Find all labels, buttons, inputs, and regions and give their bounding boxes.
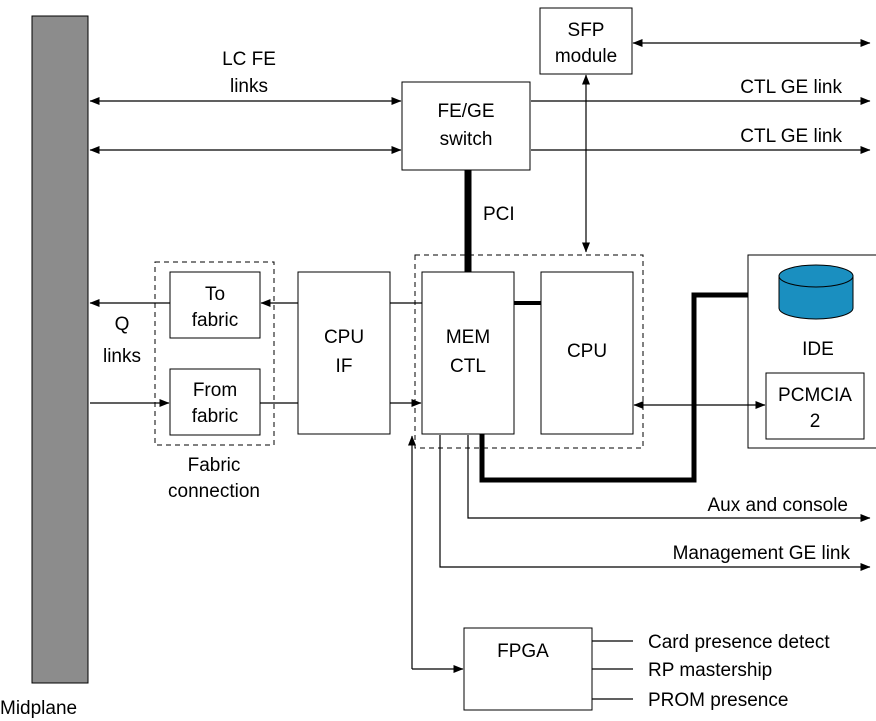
fabric-connection-group (154, 261, 275, 446)
q-links-label-line2: links (103, 346, 141, 367)
rp-mastership-label: RP mastership (648, 660, 772, 681)
storage-group-bracket (747, 254, 876, 449)
fabric-connection-label-line2: connection (168, 481, 260, 502)
pci-label: PCI (483, 204, 515, 225)
to-fabric-label-line2: fabric (192, 310, 238, 331)
pcmcia-box (765, 372, 865, 440)
cpu-box (540, 271, 634, 435)
fe-ge-switch-label-line2: switch (440, 129, 493, 150)
sfp-module-label-line1: SFP (568, 20, 605, 41)
aux-console-label: Aux and console (708, 495, 849, 516)
midplane-label: Midplane (0, 698, 77, 719)
from-fabric-box (169, 368, 261, 436)
card-presence-detect-label: Card presence detect (648, 632, 830, 653)
fpga-box (463, 627, 593, 711)
from-fabric-label-line1: From (193, 380, 237, 401)
midplane-bar (31, 15, 89, 684)
sfp-module-box (539, 7, 633, 75)
prom-presence-label: PROM presence (648, 690, 788, 711)
ide-label: IDE (802, 339, 834, 360)
management-ge-link-arrow (439, 435, 871, 571)
cpu-if-box (297, 271, 391, 435)
pcmcia-label-line2: 2 (810, 411, 821, 432)
mem-ctl-label-line2: CTL (450, 356, 486, 377)
from-fabric-label-line2: fabric (192, 406, 238, 427)
cpu-label: CPU (567, 341, 607, 362)
to-fabric-box (169, 271, 261, 339)
q-links-label-line1: Q (115, 314, 130, 335)
to-fabric-label-line1: To (205, 284, 225, 305)
cpu-complex-group (414, 254, 644, 449)
pcmcia-label-line1: PCMCIA (778, 385, 852, 406)
lc-fe-links-label-line1: LC FE (222, 49, 276, 70)
fe-ge-switch-label-line1: FE/GE (437, 101, 494, 122)
ide-disk-icon (778, 264, 854, 320)
ctl-ge-link-label-1: CTL GE link (740, 77, 842, 98)
fe-ge-switch-box (401, 81, 531, 171)
management-ge-link-label: Management GE link (673, 543, 851, 564)
lc-fe-links-label-line2: links (230, 76, 268, 97)
ctl-ge-link-label-2: CTL GE link (740, 126, 842, 147)
cpu-if-label-line1: CPU (324, 327, 364, 348)
cpu-if-label-line2: IF (336, 356, 353, 377)
mem-ctl-label-line1: MEM (446, 327, 490, 348)
sfp-module-label-line2: module (555, 46, 617, 67)
mem-ctl-box (421, 271, 515, 435)
fpga-label: FPGA (497, 641, 549, 662)
mem-ctl-ide-bus (479, 292, 748, 483)
aux-console-arrow (467, 435, 871, 522)
fabric-connection-label-line1: Fabric (188, 455, 241, 476)
